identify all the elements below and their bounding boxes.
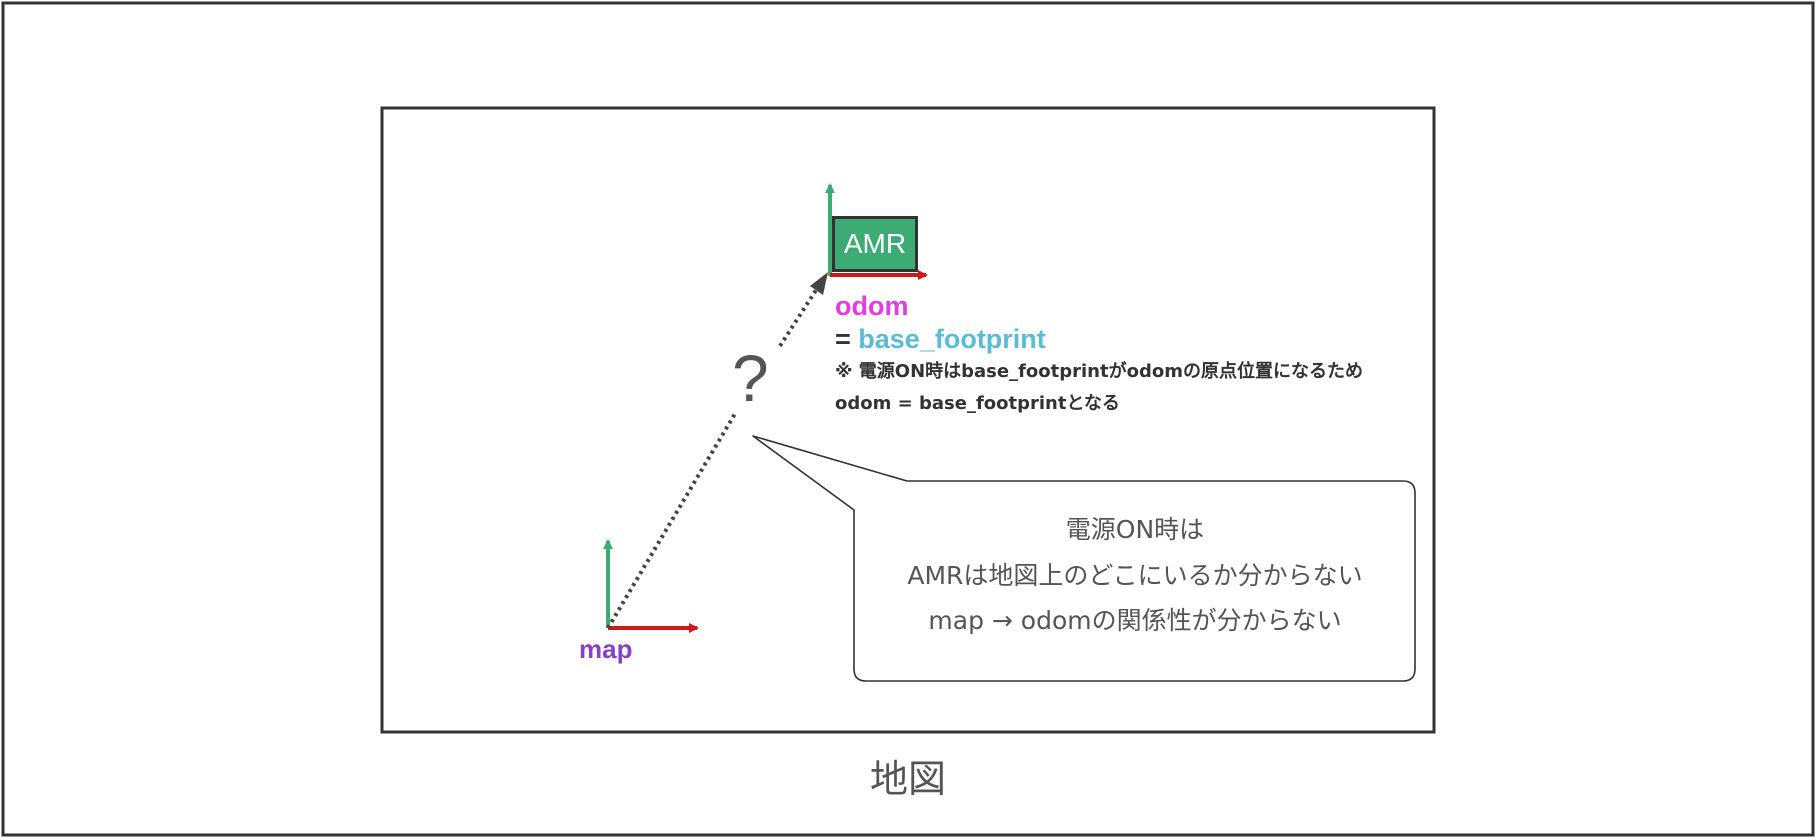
callout-line-3: map → odomの関係性が分からない: [928, 606, 1342, 635]
equals-prefix: =: [835, 324, 859, 354]
question-mark: ?: [732, 341, 769, 415]
note-line-1: ※ 電源ON時はbase_footprintがodomの原点位置になるため: [835, 361, 1363, 382]
callout-line-2: AMRは地図上のどこにいるか分からない: [907, 561, 1363, 590]
callout-line-1: 電源ON時は: [1065, 515, 1205, 544]
base-footprint-equation: = base_footprint: [835, 324, 1046, 355]
map-caption: 地図: [869, 757, 946, 801]
amr-robot-box: AMR: [832, 216, 918, 272]
map-label: map: [579, 634, 633, 664]
odom-label: odom: [835, 291, 909, 321]
unknown-transform-line-upper: [778, 285, 820, 348]
map-frame: [380, 106, 1436, 734]
unknown-transform-line-lower: [606, 410, 738, 630]
amr-label: AMR: [843, 228, 907, 259]
callout-bubble: [752, 435, 1416, 682]
unknown-transform-arrowhead: [810, 272, 828, 295]
note-line-2: odom = base_footprintとなる: [835, 393, 1120, 414]
base-footprint-label: base_footprint: [858, 324, 1046, 354]
